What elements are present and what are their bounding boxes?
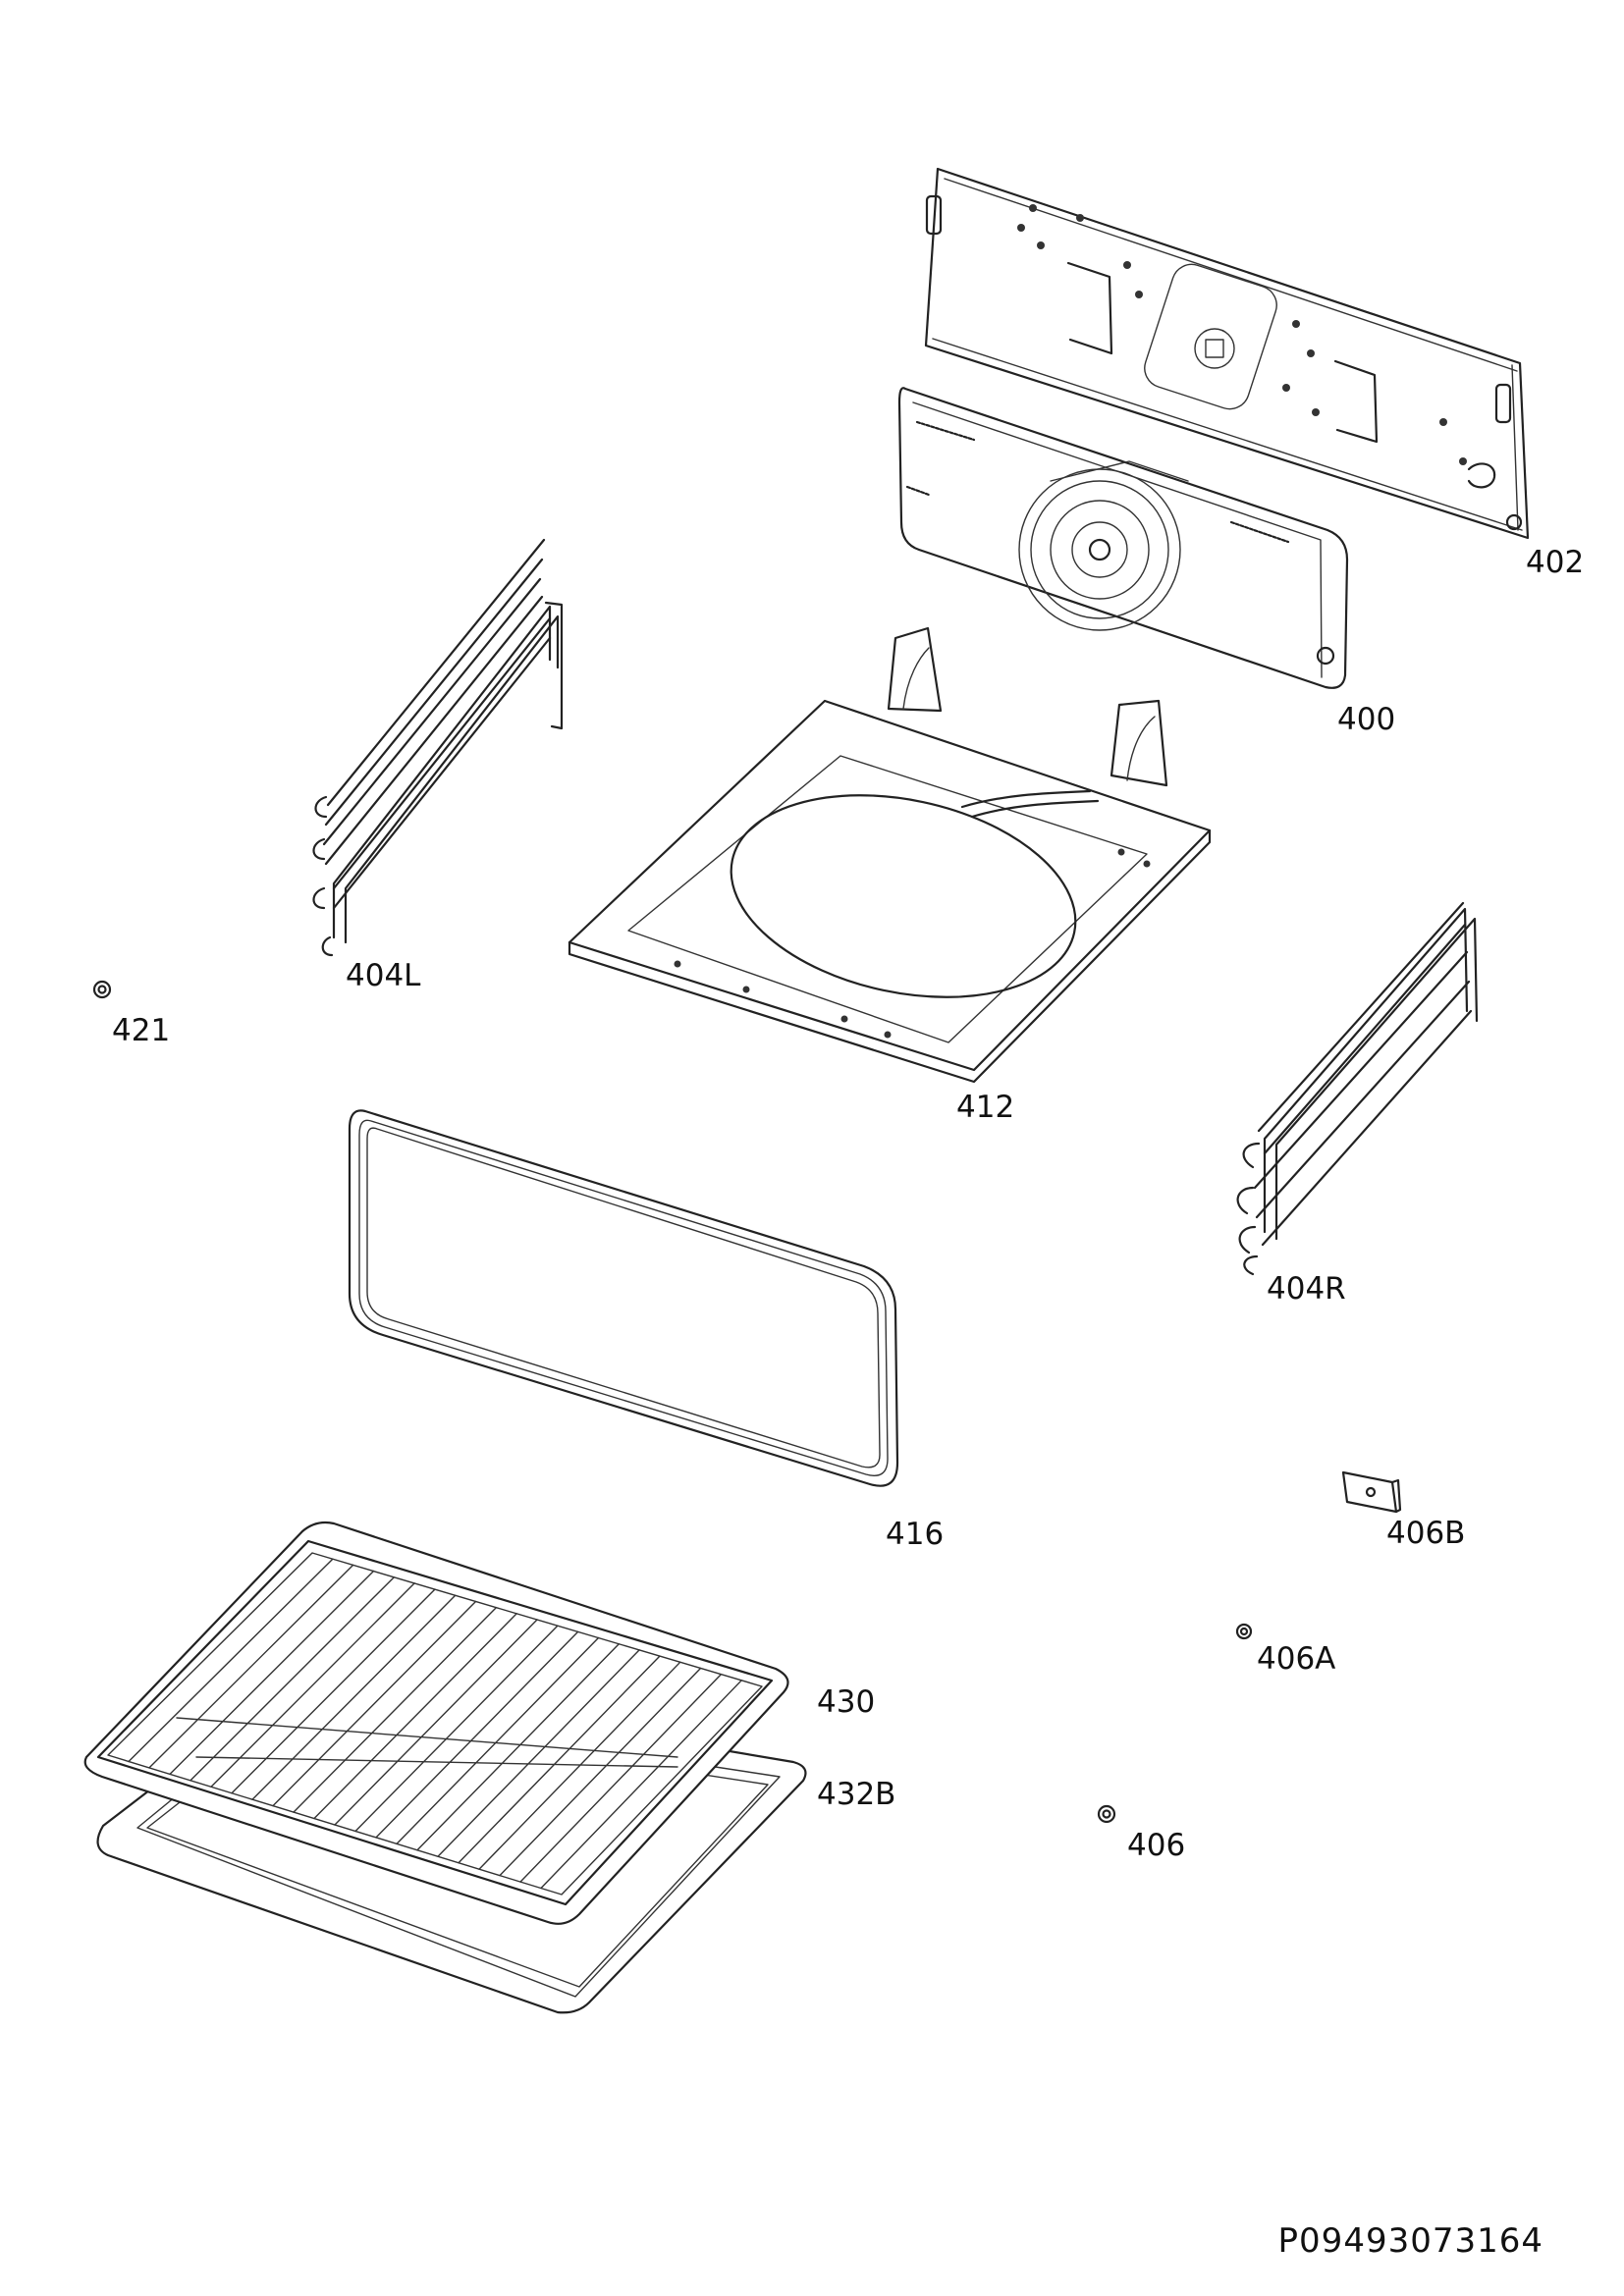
rack-wire [313, 1613, 517, 1820]
rack-wire [499, 1667, 702, 1877]
rack-wire [272, 1600, 477, 1807]
part-416-door-seal [348, 1109, 899, 1487]
label-400: 400 [1337, 702, 1395, 737]
rack-wire [251, 1594, 457, 1800]
rack-wire [354, 1625, 559, 1833]
rack-wire [210, 1582, 415, 1789]
rack-wire [375, 1630, 579, 1839]
label-406: 406 [1127, 1828, 1185, 1863]
label-412: 412 [956, 1090, 1014, 1125]
part-402-rear-panel [924, 167, 1530, 540]
part-421-nut [92, 980, 112, 999]
rack-wire [128, 1558, 334, 1763]
label-402: 402 [1526, 545, 1584, 580]
rack-wire [519, 1673, 723, 1883]
rack-wire [416, 1642, 620, 1851]
label-404l: 404L [346, 958, 421, 993]
part-406b-clip [1341, 1470, 1402, 1514]
part-404r-right-shelf-support [1236, 901, 1479, 1276]
rack-wire [293, 1606, 498, 1813]
rack-wire [458, 1655, 661, 1864]
rack-wire [437, 1649, 640, 1858]
rack-wire [189, 1575, 395, 1782]
part-labels: 402 400 404L 421 412 404R 416 406B 406A … [112, 545, 1584, 1863]
rack-wire [334, 1619, 538, 1826]
rack-wire [169, 1570, 375, 1776]
part-406-washer [1097, 1804, 1116, 1824]
label-430: 430 [817, 1684, 875, 1720]
part-400-fan-cover [897, 387, 1349, 689]
label-404r: 404R [1267, 1271, 1346, 1307]
label-416: 416 [886, 1517, 944, 1552]
document-code: P09493073164 [1277, 2221, 1543, 2261]
label-406b: 406B [1386, 1516, 1465, 1551]
part-430-wire-rack [83, 1521, 789, 1925]
label-421: 421 [112, 1013, 170, 1048]
label-406a: 406A [1257, 1641, 1335, 1677]
rack-wire [540, 1680, 742, 1890]
part-412-oven-floor [568, 626, 1212, 1084]
rack-wire [396, 1636, 600, 1845]
part-406a-screw [1235, 1623, 1253, 1640]
label-432b: 432B [817, 1777, 895, 1812]
rack-wire [148, 1564, 354, 1769]
rack-wire [478, 1661, 681, 1870]
part-404l-left-shelf-support [312, 538, 564, 957]
